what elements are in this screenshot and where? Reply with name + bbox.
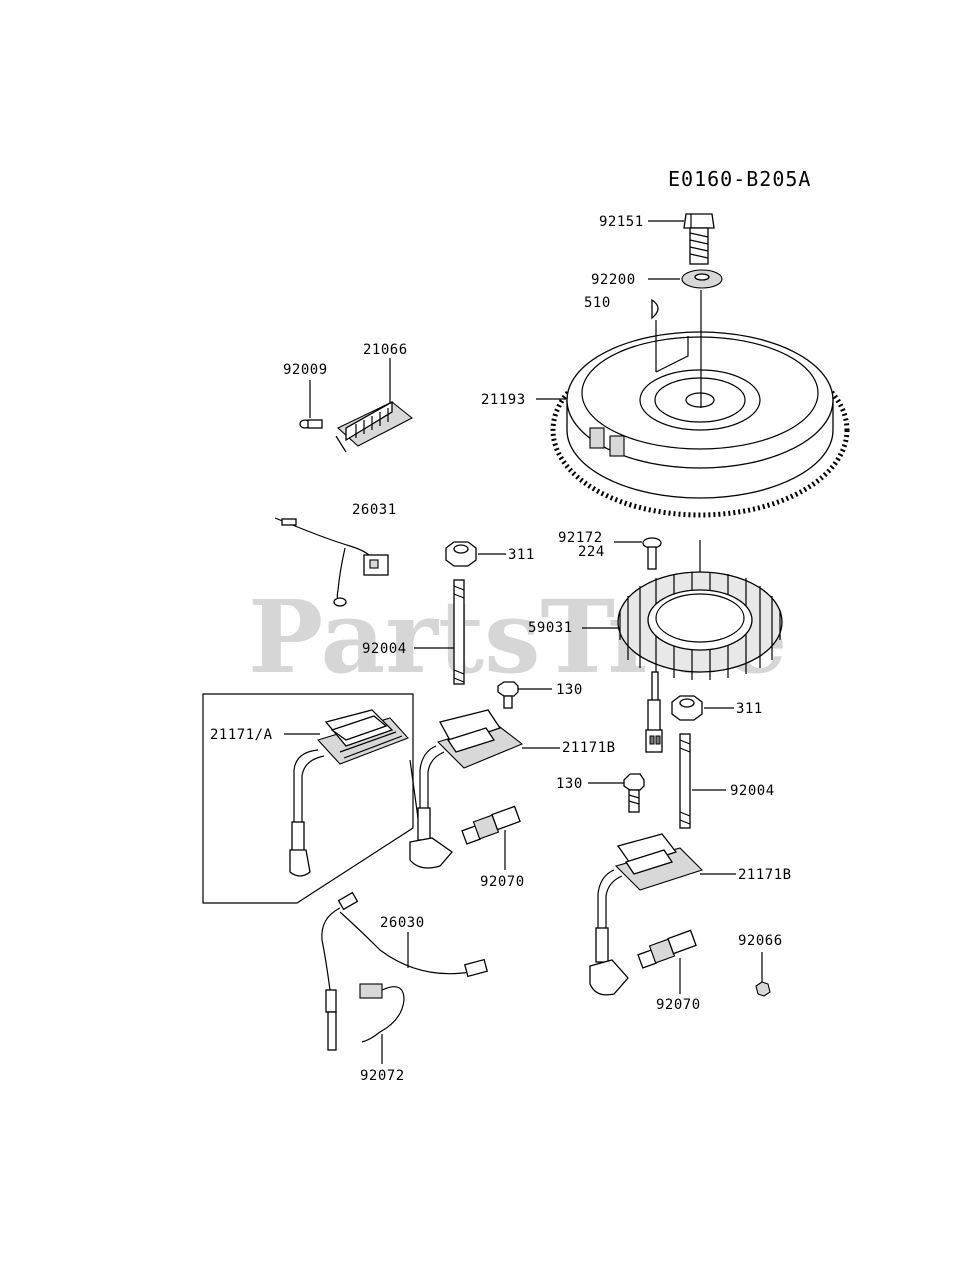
label-92004-left[interactable]: 92004 (362, 641, 407, 657)
label-311-lower[interactable]: 311 (736, 701, 763, 717)
lead-26031[interactable] (274, 517, 389, 607)
label-21193[interactable]: 21193 (481, 392, 526, 408)
stud-92004-left[interactable] (453, 579, 465, 685)
flywheel-21193[interactable] (550, 320, 850, 518)
label-21171A[interactable]: 21171/A (210, 727, 273, 743)
label-130-lower[interactable]: 130 (556, 776, 583, 792)
stud-92004-right[interactable] (679, 733, 691, 829)
inset-box (202, 693, 414, 904)
label-92070-lower[interactable]: 92070 (656, 997, 701, 1013)
ignition-coil-21171A[interactable] (289, 709, 409, 877)
spark-plug-92070-lower[interactable] (637, 929, 697, 969)
stator-59031[interactable] (617, 571, 783, 753)
inset-leader (409, 759, 419, 819)
label-92070-upper[interactable]: 92070 (480, 874, 525, 890)
label-26030[interactable]: 26030 (380, 915, 425, 931)
label-21066[interactable]: 21066 (363, 342, 408, 358)
label-92172[interactable]: 92172 (558, 530, 603, 546)
bolt-130-upper[interactable] (497, 681, 519, 709)
ignition-coil-21171B-lower[interactable] (589, 833, 704, 996)
label-130-upper[interactable]: 130 (556, 682, 583, 698)
label-21171B-upper[interactable]: 21171B (562, 740, 616, 756)
nut-311-upper[interactable] (445, 541, 477, 567)
label-26031[interactable]: 26031 (352, 502, 397, 518)
label-92151[interactable]: 92151 (599, 214, 644, 230)
label-510[interactable]: 510 (584, 295, 611, 311)
key-510[interactable] (651, 298, 659, 320)
label-59031[interactable]: 59031 (528, 620, 573, 636)
bolt-92172[interactable] (642, 537, 662, 570)
lead-26030[interactable] (321, 891, 489, 1051)
ignition-coil-21171B-upper[interactable] (409, 709, 524, 869)
label-92066[interactable]: 92066 (738, 933, 783, 949)
label-224[interactable]: 224 (578, 544, 605, 560)
bolt-130-lower[interactable] (623, 773, 645, 813)
screw-92009[interactable] (299, 419, 323, 429)
label-92200[interactable]: 92200 (591, 272, 636, 288)
nut-92066[interactable] (755, 981, 771, 997)
washer-92200[interactable] (681, 269, 723, 289)
cap-92072[interactable] (359, 983, 405, 1043)
bolt-92151[interactable] (683, 213, 715, 265)
label-92009[interactable]: 92009 (283, 362, 328, 378)
spark-plug-92070-upper[interactable] (461, 805, 521, 845)
label-21171B-lower[interactable]: 21171B (738, 867, 792, 883)
label-311-upper[interactable]: 311 (508, 547, 535, 563)
diagram-code: E0160-B205A (668, 167, 811, 191)
label-92004-right[interactable]: 92004 (730, 783, 775, 799)
nut-311-lower[interactable] (671, 695, 703, 721)
label-92072[interactable]: 92072 (360, 1068, 405, 1084)
regulator-21066[interactable] (335, 400, 414, 453)
